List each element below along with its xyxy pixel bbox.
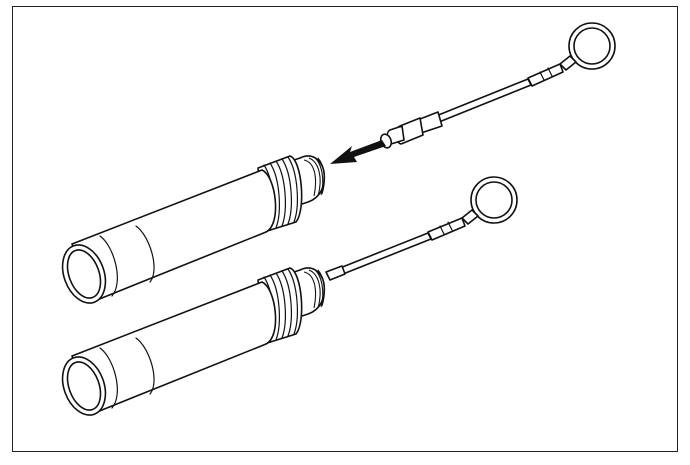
top-probe-collar (527, 63, 564, 87)
detached-mirror-probe (379, 22, 616, 149)
attached-mirror-probe (325, 176, 518, 281)
bottom-probe-shaft (339, 232, 432, 275)
bottom-probe-collar (427, 217, 466, 241)
insert-arrow-icon (330, 140, 386, 164)
top-probe-shaft (435, 78, 532, 123)
top-handle (61, 155, 326, 304)
bottom-handle (61, 267, 326, 416)
bottom-mirror-icon (461, 176, 518, 225)
top-mirror-icon (559, 22, 616, 71)
